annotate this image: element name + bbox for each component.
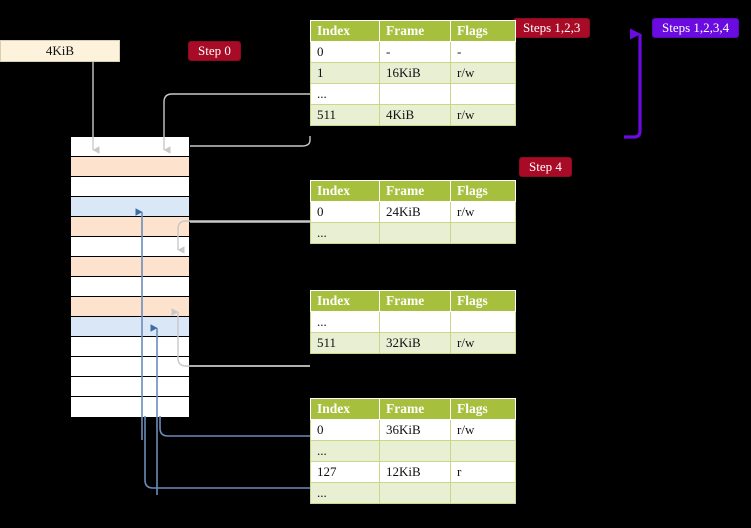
badge-steps-123: Steps 1,2,3: [513, 18, 591, 38]
column-header-index: Index: [310, 20, 380, 42]
column-header-flags: Flags: [450, 180, 516, 202]
memory-frame-cell: [71, 317, 189, 337]
cell-index: 511: [310, 332, 380, 354]
table-row: 0--: [310, 41, 516, 63]
badge-step-4: Step 4: [519, 157, 572, 177]
memory-frame-cell: [71, 337, 189, 357]
cell-frame: [379, 311, 451, 333]
table-row: ...: [310, 222, 516, 244]
column-header-frame: Frame: [379, 398, 451, 420]
cell-index: 0: [310, 201, 380, 223]
column-header-flags: Flags: [450, 290, 516, 312]
cell-frame: [379, 482, 451, 504]
cell-flags: -: [450, 41, 516, 63]
cell-frame: 12KiB: [379, 461, 451, 483]
memory-frame-cell: [71, 297, 189, 317]
cell-flags: r: [450, 461, 516, 483]
memory-box-4kib: 4KiB: [0, 40, 120, 62]
badge-steps-1234-label: Steps 1,2,3,4: [662, 20, 730, 35]
cell-flags: [450, 83, 516, 105]
column-header-index: Index: [310, 290, 380, 312]
table-row: ...: [310, 440, 516, 462]
memory-frame-cell: [71, 237, 189, 257]
cell-index: ...: [310, 222, 380, 244]
memory-frame-cell: [71, 217, 189, 237]
column-header-index: Index: [310, 180, 380, 202]
column-header-index: Index: [310, 398, 380, 420]
badge-step-0-label: Step 0: [198, 43, 231, 58]
table-row: ...: [310, 311, 516, 333]
memory-frame-cell: [71, 177, 189, 197]
cell-flags: [450, 311, 516, 333]
cell-flags: r/w: [450, 201, 516, 223]
cell-frame: 32KiB: [379, 332, 451, 354]
cell-index: 0: [310, 419, 380, 441]
memory-frame-cell: [71, 257, 189, 277]
memory-frame-cell: [71, 197, 189, 217]
cell-index: ...: [310, 482, 380, 504]
memory-box-label: 4KiB: [45, 43, 75, 58]
cell-index: ...: [310, 83, 380, 105]
cell-frame: -: [379, 41, 451, 63]
cell-frame: 4KiB: [379, 104, 451, 126]
cell-flags: r/w: [450, 62, 516, 84]
cell-frame: [379, 83, 451, 105]
table-row: ...: [310, 482, 516, 504]
memory-frame-cell: [71, 357, 189, 377]
cell-frame: [379, 222, 451, 244]
table-row: ...: [310, 83, 516, 105]
cell-index: 511: [310, 104, 380, 126]
cell-flags: [450, 482, 516, 504]
cell-frame: 16KiB: [379, 62, 451, 84]
memory-frame-cell: [71, 157, 189, 177]
cell-flags: [450, 222, 516, 244]
memory-frame-cell: [71, 377, 189, 397]
column-header-flags: Flags: [450, 398, 516, 420]
cell-index: ...: [310, 440, 380, 462]
column-header-frame: Frame: [379, 20, 451, 42]
cell-frame: [379, 440, 451, 462]
physical-memory-grid: [70, 136, 190, 417]
cell-frame: 36KiB: [379, 419, 451, 441]
cell-flags: r/w: [450, 332, 516, 354]
memory-frame-cell: [71, 277, 189, 297]
column-header-frame: Frame: [379, 290, 451, 312]
column-header-flags: Flags: [450, 20, 516, 42]
badge-steps-1234: Steps 1,2,3,4: [652, 18, 740, 38]
cell-flags: [450, 440, 516, 462]
cell-index: 0: [310, 41, 380, 63]
cell-index: ...: [310, 311, 380, 333]
column-header-frame: Frame: [379, 180, 451, 202]
memory-frame-cell: [71, 137, 189, 157]
memory-frame-cell: [71, 397, 189, 417]
cell-flags: r/w: [450, 104, 516, 126]
badge-steps-123-label: Steps 1,2,3: [523, 20, 581, 35]
cell-frame: 24KiB: [379, 201, 451, 223]
badge-step-0: Step 0: [188, 41, 241, 61]
badge-step-4-label: Step 4: [529, 159, 562, 174]
cell-index: 127: [310, 461, 380, 483]
cell-flags: r/w: [450, 419, 516, 441]
cell-index: 1: [310, 62, 380, 84]
